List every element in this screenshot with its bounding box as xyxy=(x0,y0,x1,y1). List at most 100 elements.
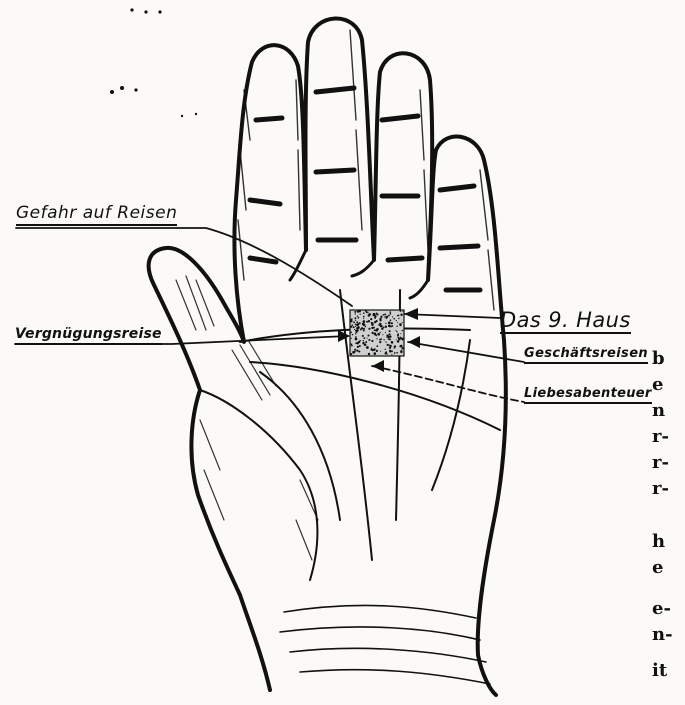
stipple-dot xyxy=(355,336,357,338)
stipple-dot xyxy=(380,316,382,318)
stipple-dot xyxy=(356,321,358,323)
stipple-dot xyxy=(385,341,386,342)
stipple-dot xyxy=(384,316,385,317)
stipple-dot xyxy=(371,340,373,342)
stipple-dot xyxy=(370,318,372,320)
stipple-dot xyxy=(360,313,361,314)
stipple-dot xyxy=(357,316,358,317)
margin-fragment: e- xyxy=(652,600,685,618)
stipple-dot xyxy=(386,316,389,319)
stipple-dot xyxy=(351,345,353,347)
stipple-dot xyxy=(357,310,359,312)
stipple-dot xyxy=(355,342,357,344)
label-liebesabenteuer: Liebesabenteuer xyxy=(524,387,652,404)
stipple-dot xyxy=(358,326,359,327)
stipple-dot xyxy=(366,346,369,349)
margin-fragment: n xyxy=(652,402,685,420)
stipple-dot xyxy=(355,332,356,333)
stipple-dot xyxy=(363,323,366,326)
stipple-dot xyxy=(376,328,378,330)
stipple-dot xyxy=(379,332,380,333)
stipple-dot xyxy=(390,313,392,315)
margin-fragment: e xyxy=(652,376,685,394)
stipple-dot xyxy=(397,340,400,343)
stipple-dot xyxy=(385,323,386,324)
stipple-dot xyxy=(395,330,396,331)
stipple-dot xyxy=(402,330,403,331)
stipple-dot xyxy=(353,321,355,323)
stipple-dot xyxy=(389,350,391,352)
stipple-dot xyxy=(398,338,401,341)
stipple-dot xyxy=(400,345,403,348)
stipple-dot xyxy=(355,330,357,332)
life-line xyxy=(260,372,340,520)
stipple-dot xyxy=(374,317,376,319)
stipple-dot xyxy=(402,347,404,349)
stipple-dot xyxy=(398,318,399,319)
stipple-dot xyxy=(358,350,360,352)
margin-fragment: r- xyxy=(652,480,685,498)
margin-fragment: r- xyxy=(652,454,685,472)
stipple-dot xyxy=(354,329,355,330)
stipple-dot xyxy=(388,338,389,339)
stipple-dot xyxy=(373,313,376,316)
leader-gefahr xyxy=(16,228,352,306)
stipple-dot xyxy=(393,318,395,320)
margin-fragment: n- xyxy=(652,626,685,644)
leader-haus xyxy=(404,314,500,318)
stipple-dot xyxy=(354,311,356,313)
stipple-dot xyxy=(400,310,402,312)
stipple-dot xyxy=(380,338,382,340)
stipple-dot xyxy=(351,338,352,339)
stipple-dot xyxy=(394,352,396,354)
stipple-dot xyxy=(402,339,403,340)
stipple-dot xyxy=(368,339,370,341)
stipple-dot xyxy=(384,313,386,315)
stipple-dot xyxy=(390,326,392,328)
stipple-dot xyxy=(402,311,403,312)
stipple-dot xyxy=(355,324,357,326)
stipple-dot xyxy=(359,340,361,342)
stipple-dot xyxy=(385,332,386,333)
stipple-dot xyxy=(383,339,384,340)
stipple-dot xyxy=(375,313,376,314)
stipple-dot xyxy=(392,325,394,327)
leader-liebe xyxy=(372,366,524,402)
stipple-dot xyxy=(389,311,391,313)
stipple-dot xyxy=(366,321,368,323)
stipple-dot xyxy=(365,326,367,328)
stipple-dot xyxy=(363,330,365,332)
stipple-dot xyxy=(355,326,356,327)
stipple-dot xyxy=(353,326,355,328)
stipple-dot xyxy=(399,323,402,326)
stipple-dot xyxy=(375,330,377,332)
stipple-dot xyxy=(371,332,373,334)
stipple-dot xyxy=(350,320,353,323)
stipple-dot xyxy=(363,328,365,330)
stipple-dot xyxy=(398,315,399,316)
stipple-dot xyxy=(358,317,360,319)
stipple-dot xyxy=(371,322,373,324)
stipple-dot xyxy=(376,338,377,339)
thumb-shading xyxy=(176,276,318,560)
stipple-dot xyxy=(380,351,381,352)
margin-fragment: it xyxy=(652,662,685,680)
stipple-dot xyxy=(364,343,367,346)
stipple-dot xyxy=(363,312,365,314)
stipple-dot xyxy=(379,318,382,321)
stipple-dot xyxy=(389,338,391,340)
stipple-dot xyxy=(354,349,356,351)
stipple-dot xyxy=(376,345,378,347)
finger-creases xyxy=(250,88,480,290)
stipple-dot xyxy=(355,320,356,321)
margin-fragment: b xyxy=(652,350,685,368)
stipple-dot xyxy=(396,325,397,326)
stipple-dot xyxy=(367,338,368,339)
stipple-dot xyxy=(362,328,363,329)
stipple-dot xyxy=(396,339,397,340)
margin-fragment: e xyxy=(652,559,685,577)
stipple-dot xyxy=(400,337,401,338)
stipple-dot xyxy=(385,326,387,328)
mercury-line xyxy=(432,340,470,490)
